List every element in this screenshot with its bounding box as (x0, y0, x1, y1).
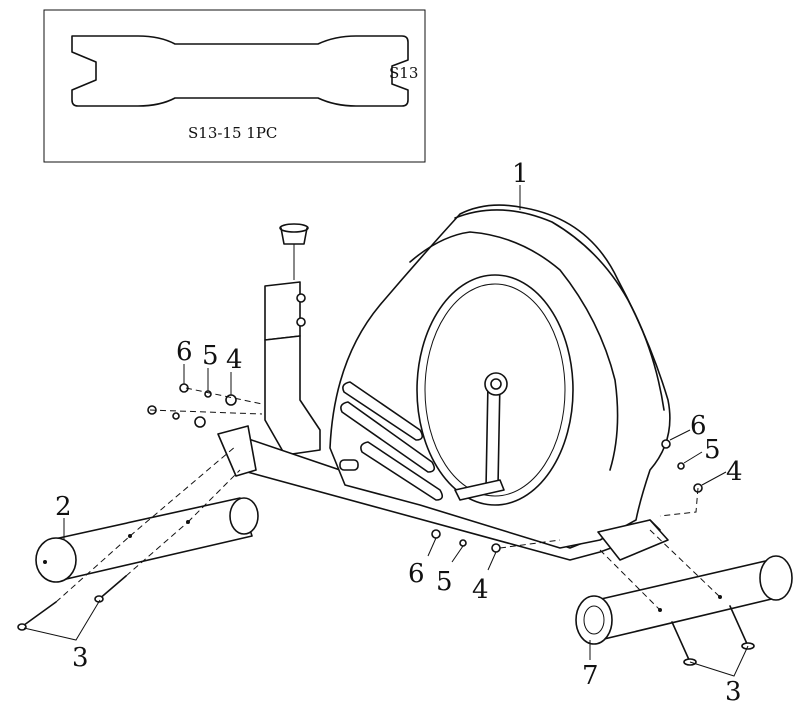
assembly-line-front-2 (187, 469, 241, 523)
part-number-5-right: 5 (704, 435, 721, 465)
part-number-2: 2 (55, 492, 72, 522)
part-number-6-right: 6 (690, 411, 707, 441)
post-tube (264, 335, 321, 456)
hardware-front-upper (147, 364, 263, 428)
flywheel-rim (424, 283, 566, 497)
tool-box-frame (43, 9, 426, 163)
nut-6-c (661, 439, 671, 449)
part-number-6-left: 6 (176, 337, 193, 367)
crank-axle (490, 378, 502, 390)
wrench-size-label: S13 (389, 64, 418, 82)
rear-end-cap-left (575, 595, 613, 645)
tool-caption: S13-15 1PC (188, 124, 277, 142)
housing-cover-edge (454, 209, 665, 411)
bolt-right-2 (729, 605, 749, 647)
assembly-line-front-1 (129, 445, 237, 537)
part-number-4-left: 4 (226, 345, 243, 375)
part-number-5-left: 5 (202, 341, 219, 371)
hardware-rear-right (659, 429, 727, 517)
washer-5-d (459, 539, 467, 547)
part-number-4-right: 4 (726, 457, 743, 487)
front-end-cap-left (35, 537, 77, 583)
rear-tube (587, 559, 785, 641)
part-number-5-bottom: 5 (436, 567, 453, 597)
flywheel-housing (329, 204, 671, 561)
part-number-7: 7 (582, 661, 599, 691)
wrench-icon (71, 35, 409, 107)
hardware-bottom (427, 529, 561, 571)
crank-arm (485, 379, 501, 489)
rear-stabilizer (575, 555, 793, 645)
pedal-link (454, 479, 505, 501)
front-mount-bracket (217, 425, 257, 477)
tool-box: S13 S13-15 1PC (43, 9, 426, 163)
bolt-left-2 (97, 575, 127, 601)
washer-4-b (194, 416, 206, 428)
washer-5-c (677, 462, 685, 470)
part-number-3-left: 3 (72, 643, 89, 673)
part-number-4-bottom: 4 (472, 575, 489, 605)
front-end-dot (43, 560, 47, 564)
assembly-line-rear-2 (649, 529, 721, 598)
bolt-right-1 (671, 621, 691, 663)
post-bolt-upper (296, 293, 306, 303)
post-top-sleeve (264, 281, 301, 341)
vent-slot-2 (340, 401, 436, 473)
rear-end-cap-right (759, 555, 793, 601)
front-end-cap-right (229, 497, 259, 535)
assembly-line-bolt-2 (125, 521, 189, 577)
washer-4-d (491, 543, 501, 553)
assembly-line-bolt-1 (55, 535, 131, 603)
washer-5-b (172, 412, 180, 420)
bolt-left-1-head (17, 623, 27, 631)
seat-post (264, 223, 321, 456)
post-bolt-lower (296, 317, 306, 327)
vent-slot-1 (342, 381, 424, 441)
bolts-part-3 (17, 575, 755, 666)
side-badge (339, 459, 359, 471)
housing-inner-edge (409, 231, 619, 471)
leader-3-right (689, 645, 749, 677)
rear-end-cap-left-inner (583, 605, 605, 635)
part-number-3-right: 3 (725, 677, 742, 707)
nut-6-d (431, 529, 441, 539)
vent-slot-3 (360, 441, 444, 501)
bolt-left-1 (19, 601, 57, 629)
front-stabilizer (35, 497, 259, 583)
adjust-knob-top (279, 223, 309, 233)
part-number-6-bottom: 6 (408, 559, 425, 589)
part-number-1: 1 (512, 159, 529, 189)
assembly-line-rear-1 (599, 549, 661, 611)
front-tube (49, 497, 253, 581)
leader-3-left (23, 599, 101, 641)
